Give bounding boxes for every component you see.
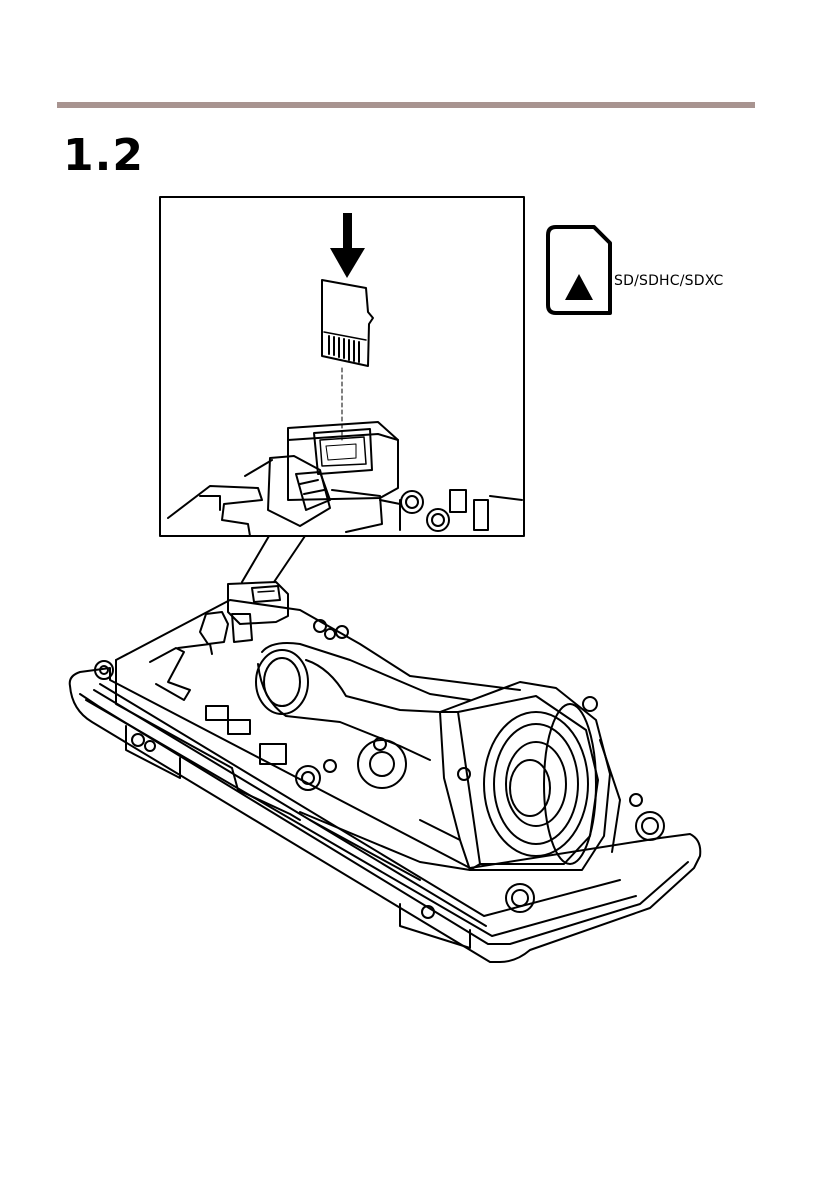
sd-card-icon [548,227,610,313]
callout-line-left [242,536,269,582]
camera-housing-icon [70,582,701,962]
sd-card-format-label: SD/SDHC/SDXC [614,272,724,290]
card-slot-detail [168,422,522,536]
microsd-card-icon [322,280,373,366]
callout-line-right [274,536,305,582]
down-arrow-icon [330,213,365,278]
detail-zoom-box [160,197,524,536]
